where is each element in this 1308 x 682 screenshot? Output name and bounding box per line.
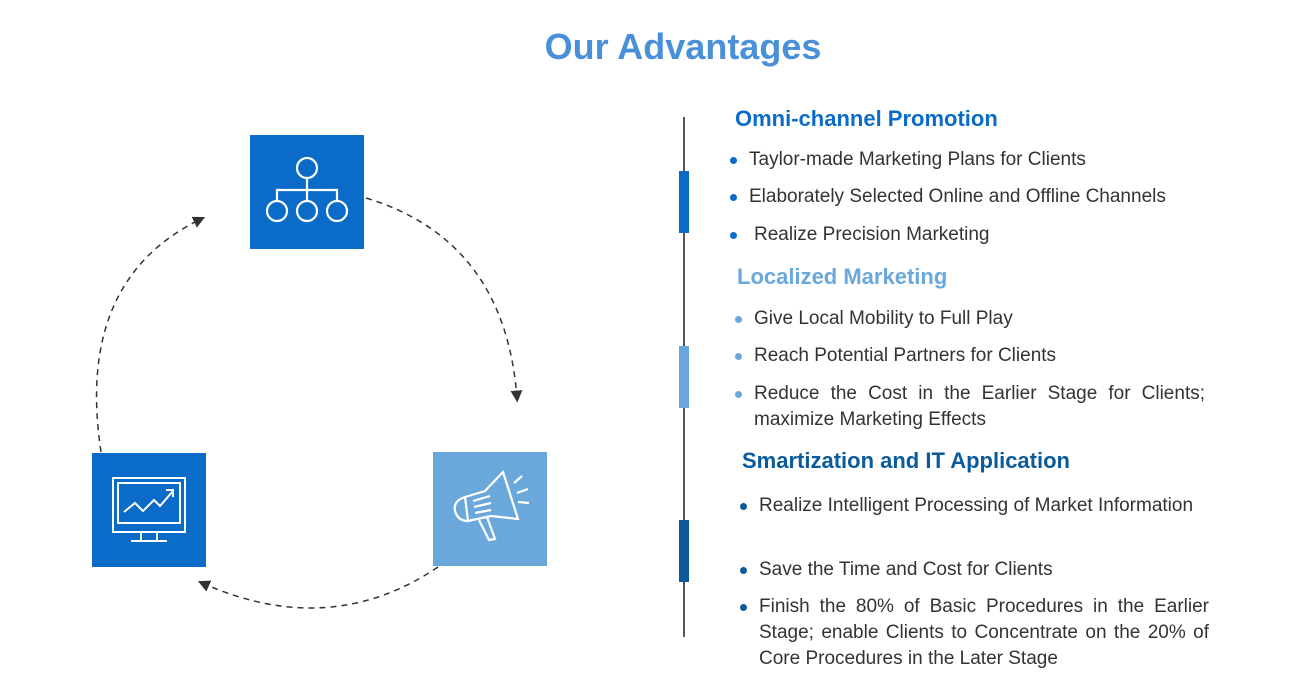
timeline-marker-3 — [679, 520, 689, 582]
arrow-top-to-right — [365, 197, 523, 403]
monitor-chart-box — [92, 453, 206, 567]
list-item: Save the Time and Cost for Clients — [740, 557, 1053, 583]
list-item: Give Local Mobility to Full Play — [735, 306, 1013, 332]
org-chart-box — [250, 135, 364, 249]
org-chart-icon — [265, 156, 349, 223]
bullet-icon — [730, 194, 737, 201]
bullet-icon — [735, 316, 742, 323]
section-heading-omni-channel: Omni-channel Promotion — [735, 106, 998, 131]
bullet-icon — [740, 604, 747, 611]
monitor-chart-icon — [112, 477, 186, 542]
page-title: Our Advantages — [544, 26, 822, 67]
list-item: Elaborately Selected Online and Offline … — [730, 184, 1166, 210]
megaphone-box — [433, 452, 547, 566]
timeline-marker-1 — [679, 171, 689, 233]
list-item: Taylor-made Marketing Plans for Clients — [730, 147, 1086, 173]
list-item: Realize Intelligent Processing of Market… — [740, 493, 1209, 519]
list-item: Finish the 80% of Basic Procedures in th… — [740, 594, 1209, 672]
timeline-marker-2 — [679, 346, 689, 408]
bullet-icon — [735, 353, 742, 360]
section-heading-localized: Localized Marketing — [737, 264, 948, 289]
arrow-right-to-left — [197, 566, 439, 609]
list-item: Reduce the Cost in the Earlier Stage for… — [735, 381, 1205, 433]
bullet-icon — [740, 567, 747, 574]
bullet-icon — [735, 391, 742, 398]
list-item: Realize Precision Marketing — [730, 222, 990, 248]
megaphone-icon — [453, 469, 530, 542]
arrow-left-to-top — [95, 216, 206, 453]
list-item: Reach Potential Partners for Clients — [735, 343, 1056, 369]
bullet-icon — [730, 232, 737, 239]
bullet-icon — [730, 157, 737, 164]
section-heading-smartization: Smartization and IT Application — [742, 448, 1070, 473]
bullet-icon — [740, 503, 747, 510]
